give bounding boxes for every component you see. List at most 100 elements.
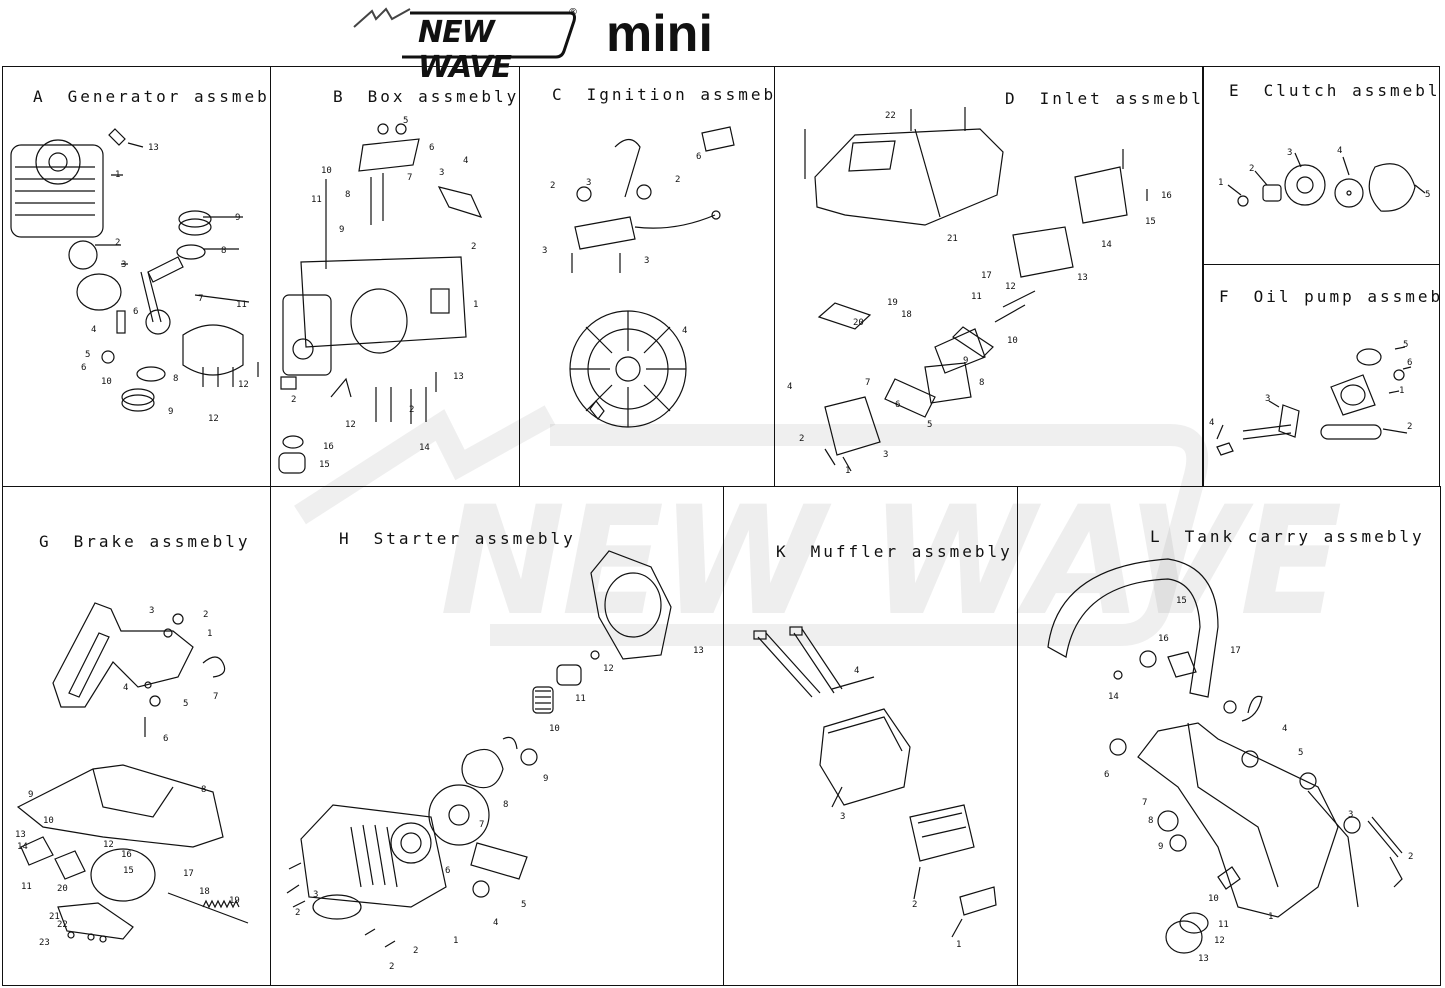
part-number-label: 13 xyxy=(693,646,704,656)
air-filter-cover xyxy=(1074,166,1128,224)
box-exploded-diagram: 5 6 4 3 10 8 7 11 9 2 1 2 12 13 16 15 14… xyxy=(278,116,483,474)
part-number-labels: 5 6 1 3 4 2 xyxy=(1209,340,1412,432)
recoil-spring xyxy=(461,748,504,789)
part-number-label: 16 xyxy=(1161,191,1172,201)
part-number-label: 14 xyxy=(419,443,430,453)
part-number-label: 2 xyxy=(550,181,555,191)
part-number-label: 2 xyxy=(413,946,418,956)
part-number-label: 16 xyxy=(121,850,132,860)
header: NEW WAVE ® mini xyxy=(0,0,1445,85)
part-number-label: 13 xyxy=(15,830,26,840)
part-number-label: 5 xyxy=(1425,190,1430,200)
part-number-labels: 15 16 17 14 6 1 2 3 4 5 7 8 9 10 11 12 1… xyxy=(1104,596,1413,964)
part-number-label: 3 xyxy=(121,260,126,270)
part-number-labels: 4 3 2 1 xyxy=(840,666,961,950)
part-number-label: 12 xyxy=(103,840,114,850)
brake-housing xyxy=(16,764,224,848)
pawl-holder xyxy=(556,664,582,686)
part-number-label: 1 xyxy=(115,170,120,180)
part-number-label: 5 xyxy=(1298,748,1303,758)
part-number-label: 2 xyxy=(389,962,394,972)
sprocket xyxy=(1284,164,1326,206)
needle-bearing xyxy=(1262,184,1282,202)
part-number-label: 22 xyxy=(885,111,896,121)
part-number-label: 6 xyxy=(696,152,701,162)
part-number-label: 2 xyxy=(675,175,680,185)
part-number-label: 2 xyxy=(115,238,120,248)
generator-exploded-diagram: 13 1 9 8 2 3 7 11 4 6 5 6 10 8 9 12 12 xyxy=(10,128,259,424)
part-number-label: 5 xyxy=(927,420,932,430)
part-number-label: 8 xyxy=(221,246,226,256)
part-number-label: 3 xyxy=(586,178,591,188)
part-number-label: 17 xyxy=(1230,646,1241,656)
part-number-labels: 5 6 4 3 10 8 7 11 9 2 1 2 12 13 16 15 14… xyxy=(291,116,478,470)
fan-cover xyxy=(590,550,672,660)
part-number-label: 9 xyxy=(28,790,33,800)
part-number-label: 2 xyxy=(291,395,296,405)
part-number-label: 11 xyxy=(311,195,322,205)
part-number-label: 11 xyxy=(971,292,982,302)
part-number-label: 4 xyxy=(493,918,498,928)
brake-exploded-diagram: 3 2 1 7 4 5 6 9 8 10 13 14 12 16 11 20 1… xyxy=(15,602,249,948)
part-number-label: 3 xyxy=(313,890,318,900)
clutch-shoe xyxy=(1368,163,1416,212)
part-number-label: 8 xyxy=(979,378,984,388)
part-number-label: 1 xyxy=(845,466,850,476)
part-number-label: 3 xyxy=(439,168,444,178)
part-number-label: 15 xyxy=(319,460,330,470)
part-number-label: 11 xyxy=(21,882,32,892)
ignition-coil xyxy=(574,216,636,250)
part-number-labels: 22 16 15 21 14 13 17 11 12 10 20 19 18 9… xyxy=(787,111,1172,476)
washer xyxy=(1237,195,1249,207)
part-number-label: 8 xyxy=(345,190,350,200)
part-number-label: 3 xyxy=(542,246,547,256)
brake-spring xyxy=(202,656,226,678)
part-number-label: 17 xyxy=(183,869,194,879)
part-number-label: 11 xyxy=(1218,920,1229,930)
part-number-label: 10 xyxy=(321,166,332,176)
part-number-label: 9 xyxy=(235,213,240,223)
brand-logo: NEW WAVE ® xyxy=(350,5,580,85)
part-number-label: 14 xyxy=(17,842,28,852)
part-number-label: 9 xyxy=(1158,842,1163,852)
starter-handle xyxy=(470,842,528,880)
part-number-label: 5 xyxy=(183,699,188,709)
registered-mark: ® xyxy=(568,7,578,18)
part-number-label: 7 xyxy=(213,692,218,702)
part-number-label: 1 xyxy=(453,936,458,946)
crankcase-box xyxy=(300,256,467,348)
part-number-label: 1 xyxy=(473,300,478,310)
part-number-label: 8 xyxy=(503,800,508,810)
part-number-label: 2 xyxy=(799,434,804,444)
part-number-label: 3 xyxy=(1265,394,1270,404)
part-number-label: 22 xyxy=(57,920,68,930)
part-number-label: 2 xyxy=(1249,164,1254,174)
part-number-label: 1 xyxy=(956,940,961,950)
muffler-exploded-diagram: 4 3 2 1 xyxy=(753,626,997,950)
clutch-exploded-diagram: 1 2 3 4 5 xyxy=(1218,146,1430,212)
part-number-labels: 1 2 3 4 5 xyxy=(1218,146,1430,200)
part-number-label: 17 xyxy=(981,271,992,281)
part-number-label: 4 xyxy=(1337,146,1342,156)
part-number-label: 13 xyxy=(148,143,159,153)
part-number-label: 10 xyxy=(1208,894,1219,904)
part-number-label: 3 xyxy=(1287,148,1292,158)
part-number-label: 2 xyxy=(295,908,300,918)
part-number-label: 12 xyxy=(603,664,614,674)
part-number-label: 7 xyxy=(198,294,203,304)
part-number-label: 20 xyxy=(57,884,68,894)
part-number-label: 8 xyxy=(201,785,206,795)
part-number-label: 6 xyxy=(445,866,450,876)
part-number-label: 16 xyxy=(323,442,334,452)
part-number-label: 6 xyxy=(429,143,434,153)
part-number-label: 6 xyxy=(1104,770,1109,780)
